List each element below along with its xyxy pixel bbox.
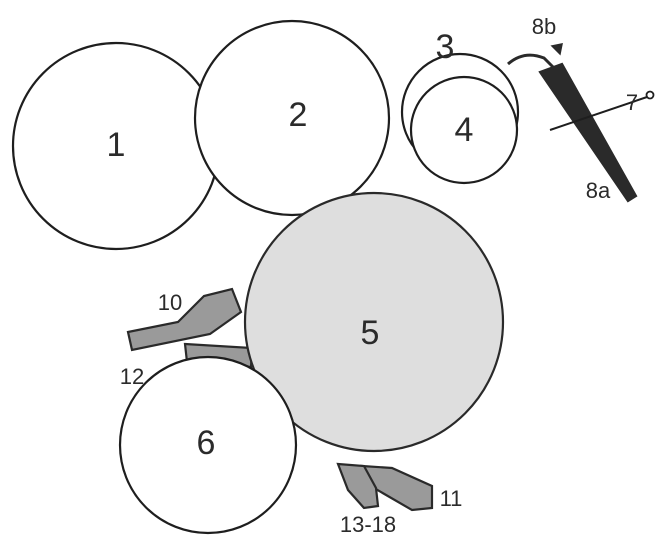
label-circle-2: 2 [289,96,308,134]
label-circle-4: 4 [455,111,474,149]
label-circle-1: 1 [107,126,126,164]
label-part-11: 11 [440,486,463,511]
part-10 [128,289,241,350]
label-part-8b: 8b [532,14,556,39]
label-part-10: 10 [158,290,182,315]
label-circle-6: 6 [197,424,216,462]
label-part-7: 7 [626,90,638,115]
label-part-8a: 8a [586,178,611,203]
part-7-pin-head [647,92,654,99]
part-8b-tip [552,44,562,54]
label-circle-3: 3 [436,28,455,66]
label-part-12: 12 [120,364,144,389]
label-circle-5: 5 [361,314,380,352]
label-part-13-18: 13-18 [340,512,396,537]
